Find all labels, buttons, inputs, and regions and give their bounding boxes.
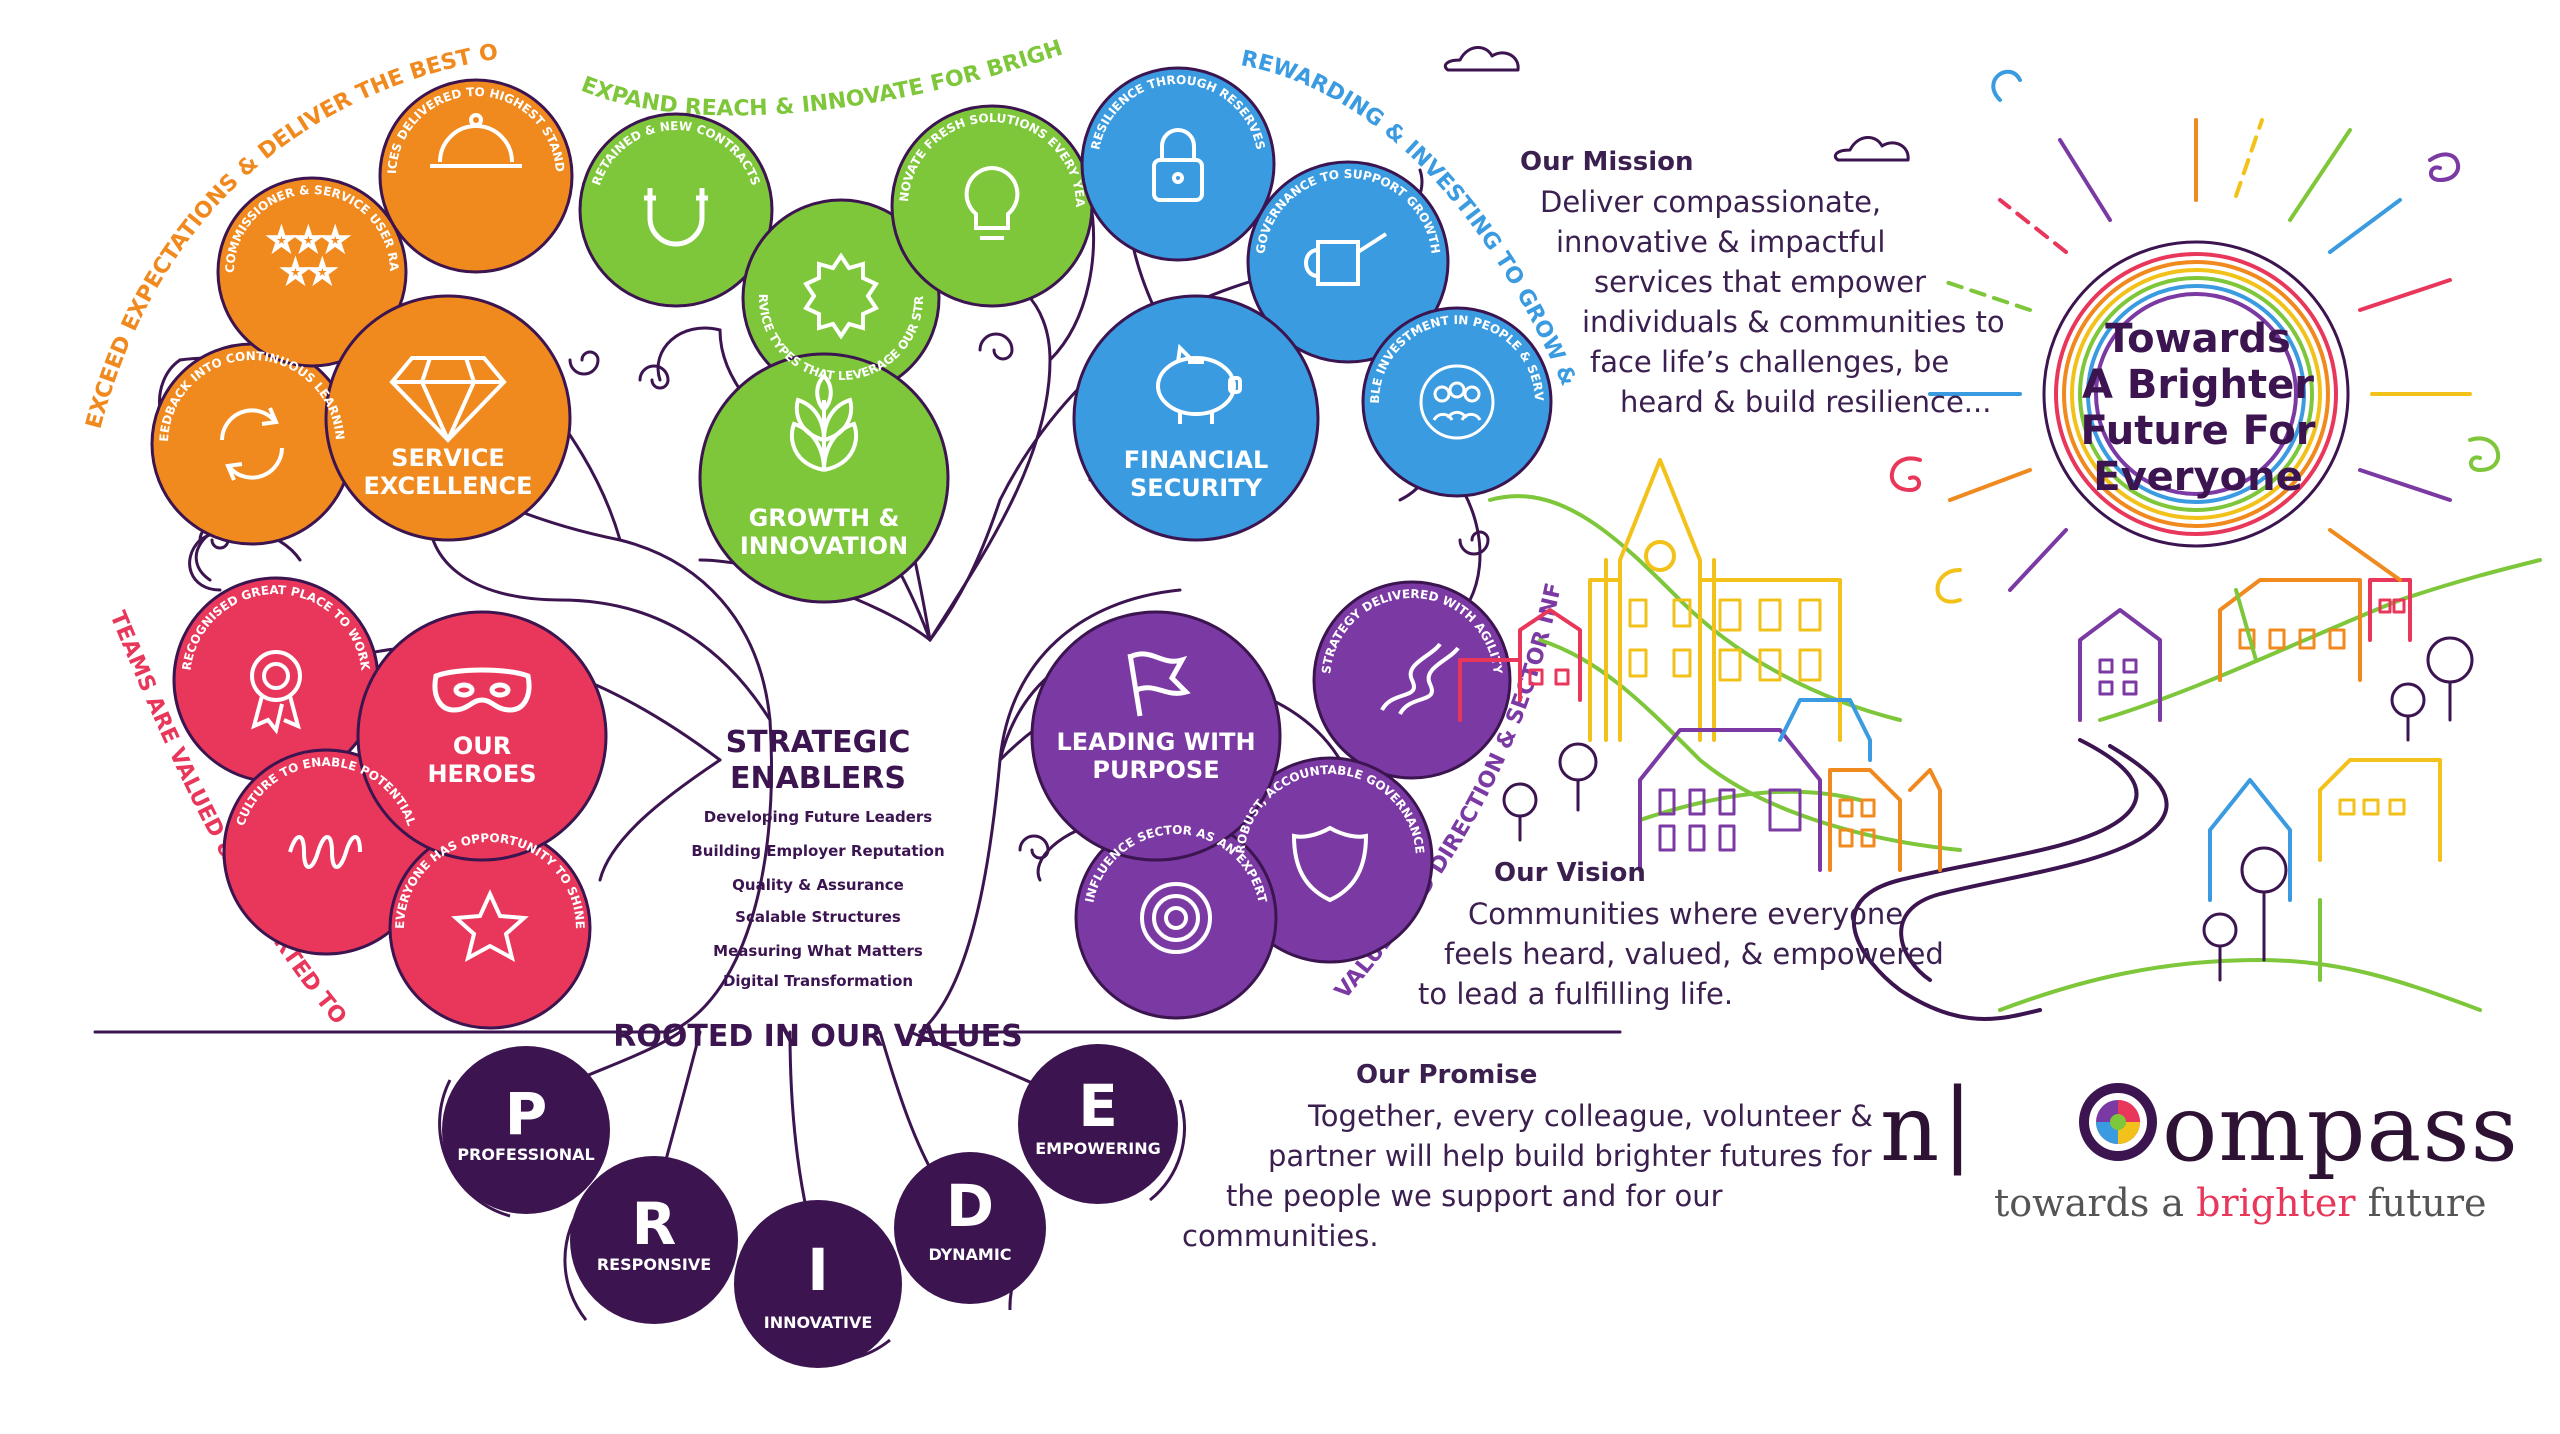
- sun-line: Towards: [2105, 316, 2291, 362]
- strategic-enablers: STRATEGIC ENABLERS Developing Future Lea…: [691, 725, 944, 990]
- rosette-icon: [250, 650, 302, 735]
- our-heroes-group: RECOGNISED GREAT PLACE TO WORK CULTURE T…: [172, 576, 608, 1030]
- enablers-title-2: ENABLERS: [730, 761, 906, 796]
- stars-icon: ☆☆☆ ☆☆: [267, 222, 351, 292]
- main-circle-heroes-line1: OUR: [453, 732, 511, 760]
- logo-word-ompass: ompass: [2162, 1075, 2519, 1182]
- sun-text: Towards A Brighter Future For Everyone: [2080, 316, 2315, 500]
- promise-line: partner will help build brighter futures…: [1268, 1139, 1872, 1173]
- value-responsive: R RESPONSIVE: [570, 1156, 738, 1324]
- sun-line: Everyone: [2093, 454, 2302, 500]
- star-icon: [451, 889, 529, 962]
- value-letter: R: [632, 1190, 677, 1258]
- vision-line: feels heard, valued, & empowered: [1444, 937, 1944, 971]
- people-icon: [1419, 364, 1495, 440]
- svg-text:☆☆☆: ☆☆☆: [268, 223, 349, 258]
- target-icon: [1140, 882, 1212, 954]
- vision-title: Our Vision: [1494, 858, 1646, 888]
- promise-title: Our Promise: [1356, 1060, 1538, 1090]
- vision-line: to lead a fulfilling life.: [1418, 977, 1734, 1011]
- values-title: ROOTED IN OUR VALUES: [613, 1019, 1022, 1054]
- value-letter: I: [807, 1236, 829, 1304]
- logo-bar: |: [1942, 1069, 1974, 1176]
- enabler-item: Developing Future Leaders: [704, 808, 933, 826]
- sun-illustration: [1890, 69, 2500, 662]
- padlock-icon: [1152, 128, 1204, 202]
- main-circle-financial-line1: FINANCIAL: [1124, 446, 1268, 474]
- sun-line: A Brighter: [2082, 362, 2314, 408]
- main-circle-purpose-line1: LEADING WITH: [1056, 728, 1255, 756]
- promise-line: communities.: [1182, 1219, 1379, 1253]
- lightbulb-icon: [964, 165, 1020, 240]
- mask-icon: [432, 667, 532, 713]
- svg-text:☆☆: ☆☆: [282, 255, 336, 290]
- spring-icon: [288, 835, 362, 869]
- main-circle-service-line2: EXCELLENCE: [363, 472, 532, 500]
- flag-icon: [1127, 651, 1191, 717]
- mission-line: Deliver compassionate,: [1540, 185, 1882, 219]
- mission-line: innovative & impactful: [1556, 225, 1886, 259]
- mission-line: individuals & communities to: [1582, 305, 2005, 339]
- main-circle-purpose-line2: PURPOSE: [1092, 756, 1219, 784]
- mission-line: services that empower: [1594, 265, 1927, 299]
- diamond-icon: [389, 356, 507, 443]
- value-word: PROFESSIONAL: [457, 1145, 594, 1164]
- refresh-icon: [220, 407, 284, 481]
- enablers-title-1: STRATEGIC: [726, 725, 911, 760]
- mission-line: heard & build resilience...: [1620, 385, 1992, 419]
- enabler-item: Building Employer Reputation: [691, 842, 944, 860]
- logo-tagline: towards a brighter future: [1994, 1181, 2487, 1225]
- vision-line: Communities where everyone: [1468, 897, 1904, 931]
- value-letter: E: [1078, 1072, 1118, 1140]
- logo-tag-after: future: [2355, 1181, 2487, 1225]
- value-word: RESPONSIVE: [597, 1255, 711, 1274]
- value-word: DYNAMIC: [928, 1245, 1011, 1264]
- cloche-icon: [430, 113, 522, 168]
- town-illustration: [1443, 46, 2542, 1021]
- main-circle-growth-line1: GROWTH &: [749, 504, 900, 532]
- piggy-bank-icon: [1156, 343, 1242, 424]
- value-word: EMPOWERING: [1035, 1139, 1161, 1158]
- main-circle-service-line1: SERVICE: [391, 444, 505, 472]
- logo-letter-n: n: [1880, 1075, 1941, 1182]
- badge-icon: [803, 252, 879, 340]
- value-letter: P: [505, 1080, 548, 1148]
- leading-purpose-group: STRATEGY DELIVERED WITH AGILITY ROBUST, …: [1030, 580, 1512, 1020]
- enabler-item: Measuring What Matters: [713, 942, 923, 960]
- enabler-item: Scalable Structures: [735, 908, 901, 926]
- value-dynamic: D DYNAMIC: [894, 1152, 1046, 1304]
- promise-line: the people we support and for our: [1226, 1179, 1723, 1213]
- main-circle-growth-line2: INNOVATION: [740, 532, 908, 560]
- value-letter: D: [946, 1172, 994, 1240]
- wheat-icon: [789, 373, 859, 472]
- value-professional: P PROFESSIONAL: [442, 1046, 610, 1214]
- mission-title: Our Mission: [1520, 147, 1694, 177]
- watering-can-icon: [1304, 232, 1388, 286]
- logo-compass-swirl-icon: [2079, 1083, 2157, 1161]
- shield-icon: [1291, 825, 1369, 903]
- magnet-icon: [644, 188, 708, 247]
- main-circle-financial-line2: SECURITY: [1130, 474, 1263, 502]
- enabler-item: Digital Transformation: [723, 972, 913, 990]
- logo-tag-highlight: brighter: [2196, 1181, 2356, 1225]
- value-empowering: E EMPOWERING: [1018, 1044, 1178, 1204]
- value-word: INNOVATIVE: [764, 1313, 873, 1332]
- road-icon: [1380, 642, 1460, 716]
- promise-line: Together, every colleague, volunteer &: [1308, 1099, 1873, 1133]
- values-section: ROOTED IN OUR VALUES P PROFESSIONAL R RE…: [438, 1019, 1186, 1368]
- sun-line: Future For: [2080, 408, 2315, 454]
- logo-tag-before: towards a: [1994, 1181, 2197, 1225]
- main-circle-heroes-line2: HEROES: [427, 760, 536, 788]
- value-innovative: I INNOVATIVE: [734, 1200, 902, 1368]
- enabler-item: Quality & Assurance: [732, 876, 904, 894]
- mission-line: face life’s challenges, be: [1590, 345, 1950, 379]
